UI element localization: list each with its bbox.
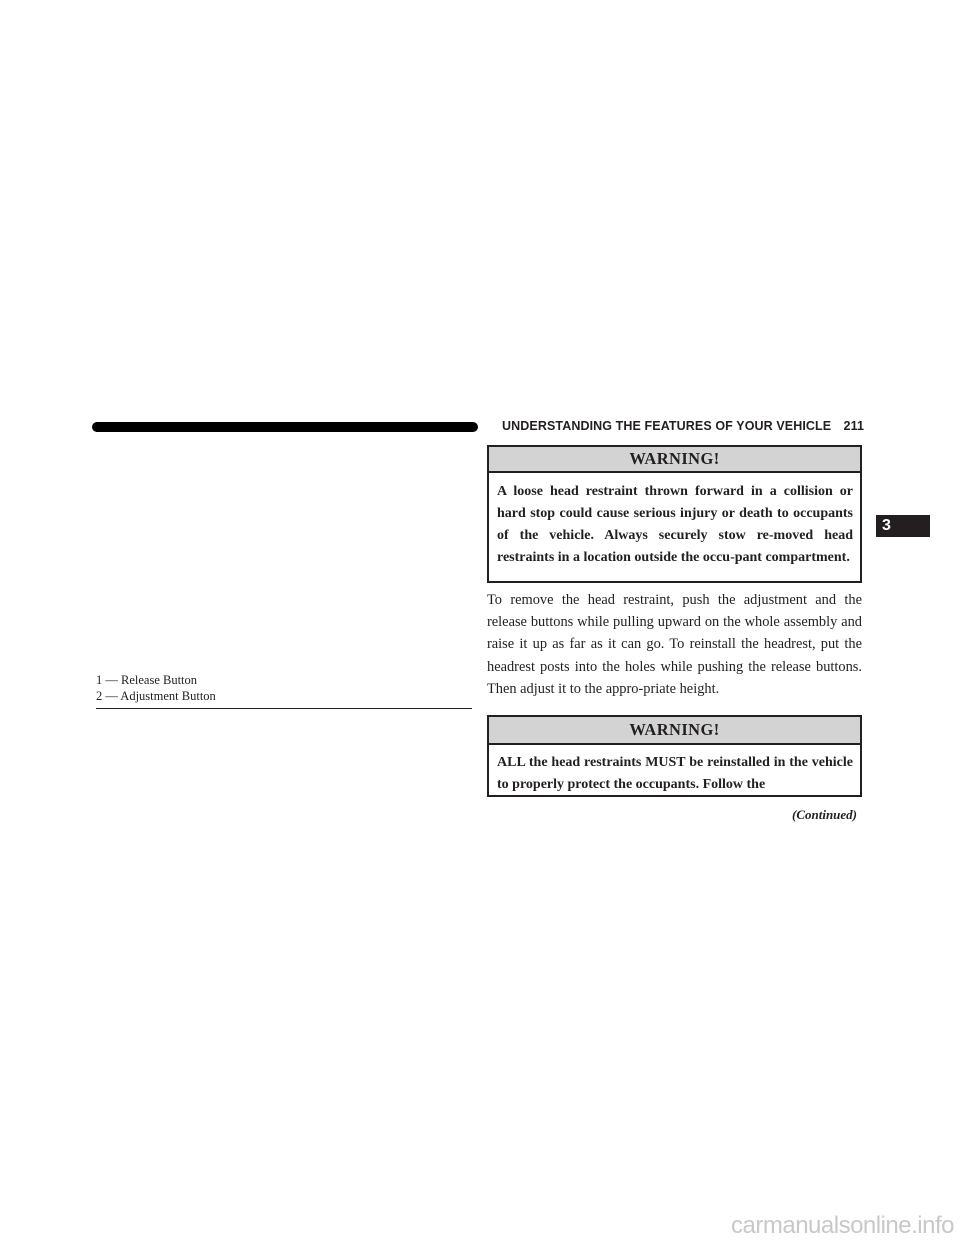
- page-number: 211: [843, 419, 864, 433]
- legend-item: 2 — Adjustment Button: [96, 688, 216, 703]
- running-header-title: UNDERSTANDING THE FEATURES OF YOUR VEHIC…: [502, 419, 832, 433]
- warning-text: A loose head restraint thrown forward in…: [497, 484, 853, 565]
- figure-legend: 1 — Release Button 2 — Adjustment Button: [96, 673, 472, 704]
- chapter-tab: 3: [876, 515, 930, 537]
- watermark: carmanualsonline.info: [731, 1212, 954, 1239]
- body-paragraph: To remove the head restraint, push the a…: [487, 592, 862, 697]
- continued-label: (Continued): [791, 807, 857, 822]
- warning-title: WARNING!: [489, 447, 860, 473]
- header-rule-bar: [92, 422, 478, 432]
- warning-text: ALL the head restraints MUST be reinstal…: [497, 755, 853, 792]
- warning-box: WARNING! A loose head restraint thrown f…: [487, 445, 862, 583]
- running-header: UNDERSTANDING THE FEATURES OF YOUR VEHIC…: [502, 419, 864, 433]
- legend-item: 1 — Release Button: [96, 673, 198, 687]
- legend-divider: [96, 708, 472, 709]
- warning-box: WARNING! ALL the head restraints MUST be…: [487, 715, 862, 797]
- warning-title: WARNING!: [489, 717, 860, 745]
